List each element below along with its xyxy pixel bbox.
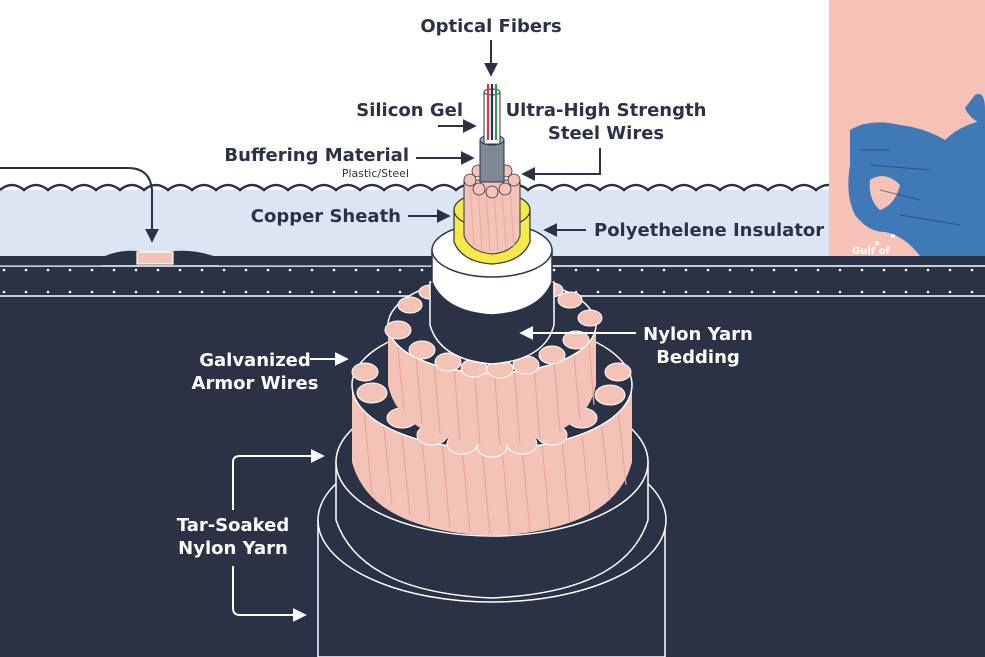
map-label: Gulf of (852, 246, 890, 257)
label-armor-line2: Armor Wires (192, 373, 319, 394)
label-steel-wires-line2: Steel Wires (548, 123, 664, 144)
water-band (0, 190, 835, 256)
wave-line (0, 183, 841, 192)
steel-wire-bundle-wall (463, 179, 521, 255)
arrow-tar-yarn-upper (232, 449, 325, 510)
arrow-steel-wires (521, 148, 601, 181)
map-inset: Gulf of (829, 0, 985, 257)
map-ocean (848, 120, 985, 256)
label-silicon-gel: Silicon Gel (356, 100, 463, 121)
cable-cross-section (317, 84, 667, 657)
section-pointer-arrow (0, 167, 159, 243)
label-polyethelene-insulator: Polyethelene Insulator (594, 220, 824, 241)
label-steel-wires-line1: Ultra-High Strength (506, 100, 707, 121)
buffering-material-tube (479, 139, 505, 183)
label-tar-line2: Nylon Yarn (178, 538, 288, 559)
map-city-dot (875, 241, 879, 245)
cable-section-highlight (136, 251, 174, 265)
map-city-dot (891, 234, 895, 238)
label-tar-line1: Tar-Soaked (177, 515, 290, 536)
map-peninsula (869, 176, 900, 210)
arrow-tar-yarn-lower (232, 566, 307, 622)
map-cable-routes (860, 149, 961, 226)
label-nylon-yarn-line2: Bedding (656, 347, 740, 368)
map-ocean-north (965, 94, 985, 125)
label-buffering-material: Buffering Material (224, 145, 409, 166)
label-armor-line1: Galvanized (199, 350, 311, 371)
label-buffering-sub: Plastic/Steel (342, 167, 409, 180)
label-optical-fibers: Optical Fibers (420, 16, 561, 37)
steel-wire-strands (469, 184, 515, 253)
label-copper-sheath: Copper Sheath (251, 206, 401, 227)
label-nylon-yarn-line1: Nylon Yarn (643, 324, 753, 345)
